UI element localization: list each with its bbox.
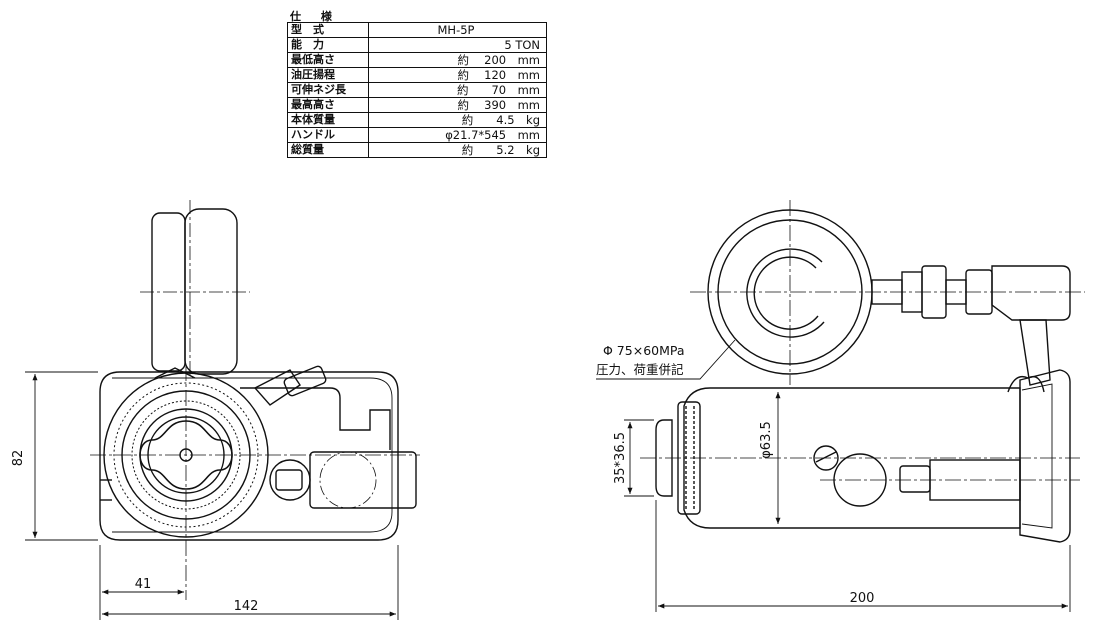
spec-caption: 仕 様 [290, 10, 340, 23]
hose-pipe [1019, 319, 1051, 386]
left-view [90, 200, 420, 600]
dim-width-label: 142 [234, 599, 259, 614]
elbow-fitting [991, 265, 1071, 321]
release-valve [813, 445, 839, 471]
spec-label: ハンドル [287, 127, 369, 143]
handle-socket [309, 451, 417, 509]
gauge-neck [154, 367, 196, 379]
gauge-note-line1: Φ 75×60MPa [603, 343, 685, 358]
right-view-dimensions [596, 339, 1071, 612]
spec-value: 約 120 mm [368, 67, 547, 83]
hose-fitting [253, 369, 301, 406]
spec-value: 約 200 mm [368, 52, 547, 68]
base-flange [1019, 369, 1071, 543]
jack-base-outline [99, 371, 399, 541]
flange-lug [1007, 375, 1045, 393]
spec-row-min-height: 最低高さ約 200 mm [287, 52, 547, 68]
valve-slot [815, 451, 837, 463]
dim-length-label: 200 [850, 591, 875, 606]
dim-height-label: 82 [11, 450, 26, 467]
gauge-note-line2: 圧力、荷重併記 [596, 362, 684, 377]
spec-row-body-mass: 本体質量約 4.5 kg [287, 112, 547, 128]
cylinder-body [683, 387, 1021, 529]
left-view-dimensions [25, 371, 399, 620]
dim-saddle-label: 35*36.5 [613, 432, 628, 484]
socket-hole [319, 451, 377, 509]
gauge-c-mark-inner [753, 256, 819, 330]
release-valve [269, 459, 311, 501]
right-view [640, 200, 1085, 543]
spec-label: 可伸ネジ長 [287, 82, 369, 98]
saddle-top [655, 419, 673, 497]
dim-diameter-label: φ63.5 [759, 421, 774, 459]
spec-value: MH-5P [368, 22, 547, 38]
base-flange-inner [1021, 383, 1053, 529]
spec-row-screw: 可伸ネジ長約 70 mm [287, 82, 547, 98]
gauge-c-mark-outer [746, 248, 825, 338]
hose-nut [283, 365, 327, 397]
spec-row-total-mass: 総質量約 5.2 kg [287, 142, 547, 158]
pump-housing [240, 387, 391, 450]
gauge-side-face [184, 208, 238, 375]
release-valve-slot [275, 469, 303, 491]
socket-clamp [899, 465, 931, 493]
spec-value: 約 5.2 kg [368, 142, 547, 158]
gauge-note-leader [596, 339, 736, 380]
dim-offset-label: 41 [135, 577, 152, 592]
saddle-cross [139, 420, 233, 490]
